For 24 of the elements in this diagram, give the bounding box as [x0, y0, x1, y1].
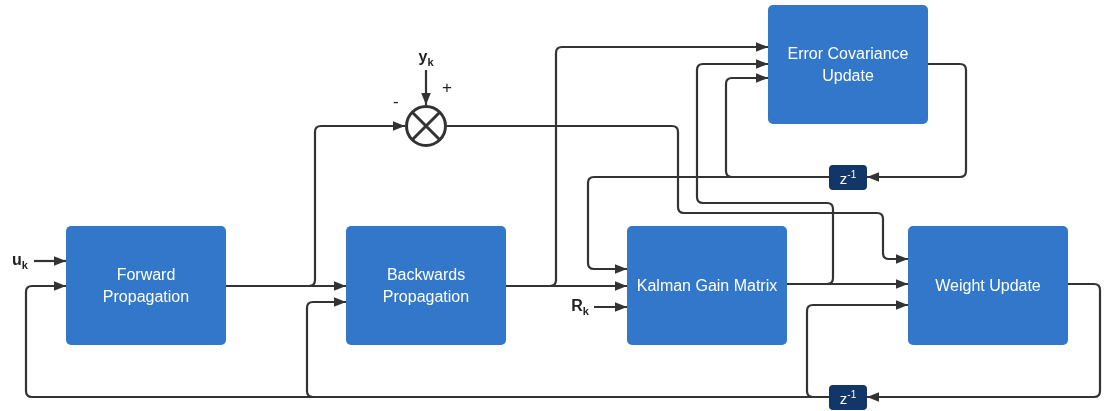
signal-label: u$_{k}$: [6, 250, 34, 272]
process-block: Kalman Gain Matrix: [627, 226, 787, 345]
sign-label: -: [393, 92, 399, 112]
arrow: [421, 70, 431, 105]
process-block: Weight Update: [908, 226, 1068, 345]
signal-label: y$_{k}$: [410, 46, 442, 70]
arrow: [867, 62, 968, 182]
arrow: [226, 281, 346, 291]
sign-label: +: [442, 78, 452, 98]
summing-junction: [405, 105, 447, 147]
signal-label: R$_{k}$: [566, 296, 594, 318]
process-block: Error Covariance Update: [768, 5, 928, 124]
arrow: [506, 281, 627, 291]
delay-block: z$^{-1}$: [829, 385, 867, 410]
arrow: [867, 282, 1102, 402]
arrow: [586, 175, 829, 274]
arrow: [447, 124, 908, 264]
arrow: [695, 59, 835, 286]
arrow: [34, 256, 66, 266]
arrow: [594, 302, 627, 312]
process-block: Forward Propagation: [66, 226, 226, 345]
delay-block: z$^{-1}$: [829, 165, 867, 190]
arrow: [805, 300, 908, 399]
process-block: Backwards Propagation: [346, 226, 506, 345]
